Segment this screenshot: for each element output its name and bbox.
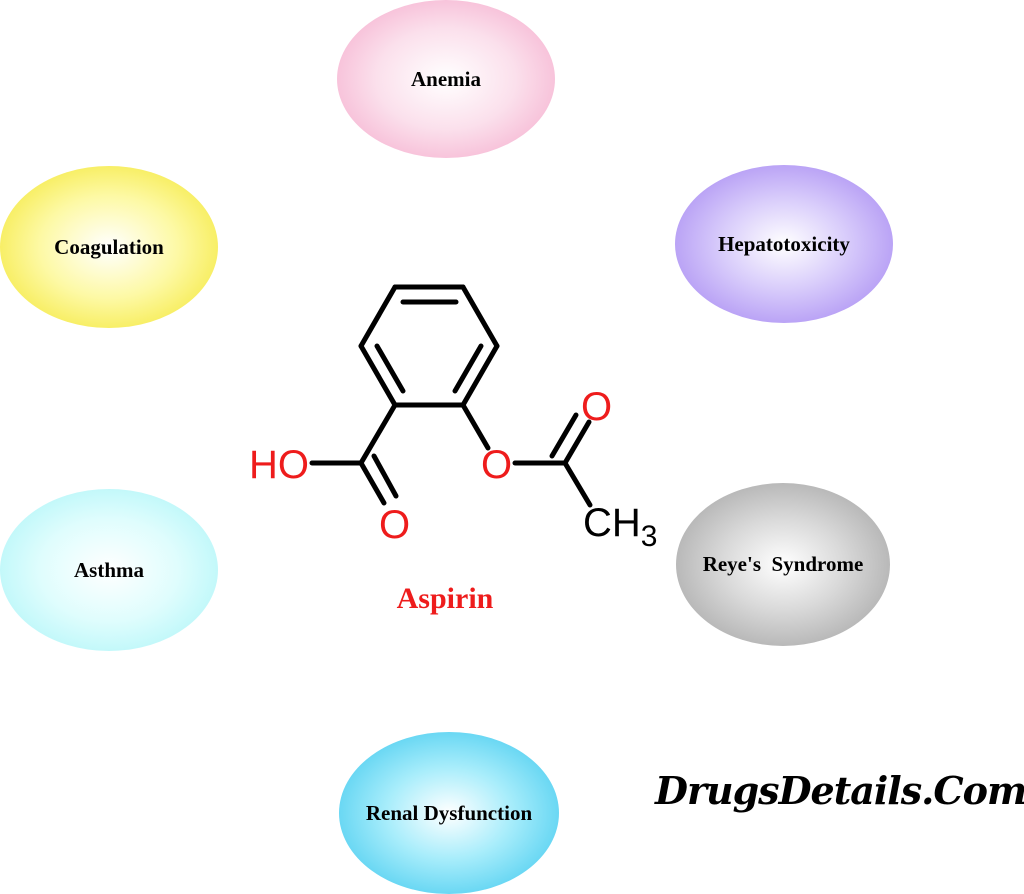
bonds — [309, 284, 593, 508]
watermark: DrugsDetails.Com — [655, 768, 1024, 813]
ester-bond — [460, 402, 491, 451]
side-effect-label: Reye's Syndrome — [702, 552, 864, 576]
carbonyl-bond — [358, 460, 387, 506]
side-effect-label: Anemia — [411, 66, 481, 91]
compound-name: Aspirin — [396, 582, 494, 615]
side-effect-label: Coagulation — [54, 234, 164, 259]
hydroxyl-label: HO — [249, 443, 309, 487]
side-effect-asthma: Asthma — [0, 489, 218, 651]
methyl-label: CH3 — [583, 501, 657, 553]
methyl-subscript: 3 — [641, 520, 658, 553]
ring-bond — [358, 343, 398, 408]
ring-double-bond — [452, 343, 484, 394]
ring-double-bond — [374, 343, 406, 394]
ring-bond — [460, 284, 500, 349]
side-effect-hepatotoxicity: Hepatotoxicity — [675, 165, 893, 323]
side-effect-reyes-syndrome: Reye's Syndrome — [676, 483, 890, 646]
acetyl-oxygen-label: O — [581, 385, 612, 429]
ester-oxygen-label: O — [481, 443, 512, 487]
ring-bond — [358, 284, 398, 349]
methyl-bond — [562, 460, 593, 508]
carbonyl-oxygen-label: O — [379, 503, 410, 547]
side-effect-coagulation: Coagulation — [0, 166, 218, 328]
side-effect-label: Asthma — [73, 557, 144, 582]
carboxyl-bond — [358, 402, 398, 466]
side-effect-renal-dysfunction: Renal Dysfunction — [339, 732, 559, 894]
acetyl-carbonyl-bond — [549, 412, 579, 459]
side-effect-label: Hepatotoxicity — [718, 231, 850, 256]
acetyl-carbonyl-bond — [562, 419, 592, 466]
side-effect-label: Renal Dysfunction — [365, 800, 533, 825]
side-effect-anemia: Anemia — [337, 0, 555, 158]
methyl-carbon: CH — [583, 501, 641, 545]
ring-bond — [460, 343, 500, 408]
carbonyl-bond — [371, 453, 399, 499]
